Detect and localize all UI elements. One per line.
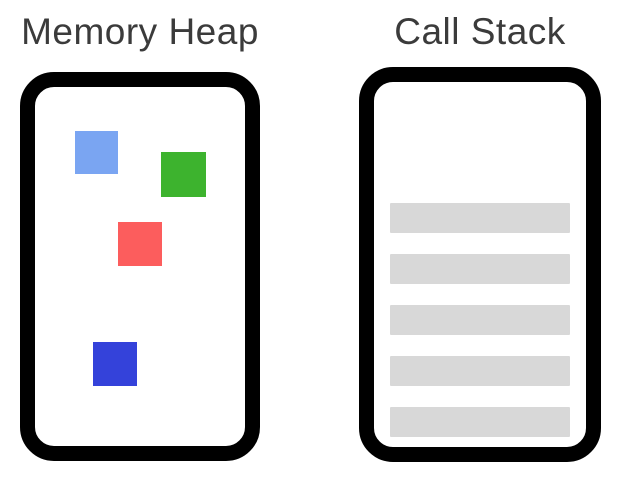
memory-heap-title: Memory Heap <box>21 11 259 52</box>
stack-frame <box>390 356 570 386</box>
heap-block-red <box>118 222 162 266</box>
stack-frame <box>390 305 570 335</box>
call-stack-title: Call Stack <box>394 11 566 52</box>
heap-block-green <box>161 152 206 197</box>
memory-heap-container <box>20 72 260 461</box>
heap-block-blue <box>93 342 137 386</box>
stack-frame <box>390 407 570 437</box>
call-stack-frames <box>390 203 570 437</box>
call-stack-container <box>359 67 601 462</box>
stack-frame <box>390 254 570 284</box>
stack-frame <box>390 203 570 233</box>
heap-block-light-blue <box>75 131 118 174</box>
